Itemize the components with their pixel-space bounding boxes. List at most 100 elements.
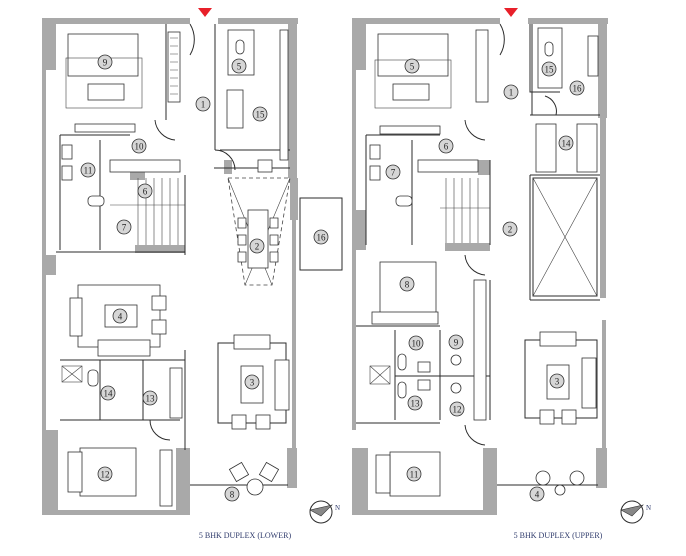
wall xyxy=(352,18,500,24)
room-number-badge: 5 xyxy=(404,58,420,74)
armchair xyxy=(255,414,271,430)
room-number: 11 xyxy=(84,166,93,176)
wall xyxy=(352,210,366,250)
sofa xyxy=(69,297,83,337)
bed xyxy=(576,123,598,173)
chair xyxy=(569,470,585,486)
wall xyxy=(58,510,178,515)
room-number-badge: 3 xyxy=(244,374,260,390)
entry-marker-icon xyxy=(198,8,212,17)
sink xyxy=(61,165,73,181)
wardrobe xyxy=(169,367,183,419)
room-number: 3 xyxy=(555,377,560,387)
room-number-badge: 9 xyxy=(448,334,464,350)
room-number-badge: 12 xyxy=(449,401,465,417)
room-number-badge: 13 xyxy=(407,395,423,411)
room-number-badge: 8 xyxy=(224,486,240,502)
kitchen-counter xyxy=(279,29,289,161)
toilet xyxy=(395,195,413,207)
wall xyxy=(218,18,298,24)
room-number-badge: 7 xyxy=(116,219,132,235)
bathroom xyxy=(537,27,563,89)
room-number: 1 xyxy=(509,88,514,98)
room-number: 2 xyxy=(255,242,260,252)
void-lines xyxy=(532,177,598,297)
wall xyxy=(224,160,232,174)
room-number: 9 xyxy=(103,58,108,68)
room-number: 15 xyxy=(545,65,555,75)
toilet xyxy=(235,39,245,55)
room-number: 16 xyxy=(317,233,327,243)
wall xyxy=(135,245,185,253)
room-number-badge: 7 xyxy=(385,164,401,180)
room-number: 5 xyxy=(237,62,242,72)
shower xyxy=(61,365,83,383)
north-arrow-icon: N xyxy=(309,500,340,524)
wall xyxy=(288,18,297,178)
armchair xyxy=(231,414,247,430)
sofa xyxy=(233,334,271,350)
sink xyxy=(417,361,431,373)
dining-chairs xyxy=(237,217,279,263)
room-number: 16 xyxy=(573,84,583,94)
sofa xyxy=(581,357,597,409)
room-number: 11 xyxy=(410,470,419,480)
wall xyxy=(478,160,490,175)
wall xyxy=(368,510,486,515)
wall xyxy=(352,448,368,515)
counter xyxy=(587,35,599,77)
north-label: N xyxy=(335,504,340,512)
toilet xyxy=(87,195,105,207)
side-table xyxy=(554,484,566,496)
sink xyxy=(61,144,73,160)
stool xyxy=(450,382,462,394)
wardrobe xyxy=(167,31,181,103)
room-number-badge: 3 xyxy=(549,373,565,389)
wardrobe xyxy=(159,449,173,507)
wall xyxy=(292,220,296,448)
room-number: 10 xyxy=(135,142,145,152)
wall xyxy=(290,178,298,220)
room-number-badge: 13 xyxy=(142,390,158,406)
armchair xyxy=(561,409,577,425)
wall xyxy=(352,70,356,230)
stairs xyxy=(110,178,185,245)
room-number: 6 xyxy=(444,142,449,152)
sofa xyxy=(274,359,290,411)
side-table xyxy=(246,478,264,496)
room-number: 3 xyxy=(250,378,255,388)
interior-walls xyxy=(356,24,600,486)
headboard xyxy=(67,451,83,493)
room-number-badge: 8 xyxy=(399,276,415,292)
sink xyxy=(369,165,381,181)
room-number-badge: 14 xyxy=(100,385,116,401)
room-number-badge: 6 xyxy=(438,138,454,154)
room-number: 8 xyxy=(405,280,410,290)
room-number-badge: 6 xyxy=(137,183,153,199)
sink xyxy=(369,144,381,160)
room-number-badge: 1 xyxy=(195,96,211,112)
wall xyxy=(528,18,608,24)
closet xyxy=(109,159,181,173)
room-number-badge: 11 xyxy=(406,466,422,482)
chair xyxy=(258,461,280,483)
wall xyxy=(42,430,58,515)
room-number-badge: 2 xyxy=(502,221,518,237)
room-number: 12 xyxy=(453,405,462,415)
room-number-badge: 11 xyxy=(80,162,96,178)
toilet xyxy=(397,381,407,399)
stool xyxy=(450,354,462,366)
wall xyxy=(42,18,190,24)
wall xyxy=(287,448,297,488)
room-number: 14 xyxy=(562,139,572,149)
double-height-void xyxy=(532,177,598,297)
upper-floor-plan xyxy=(352,8,608,515)
room-number-badge: 2 xyxy=(249,238,265,254)
headboard xyxy=(375,454,391,494)
wall xyxy=(176,448,190,515)
wall xyxy=(352,18,366,70)
room-number-badge: 16 xyxy=(569,80,585,96)
entry-marker-icon xyxy=(504,8,518,17)
north-arrow-icon: N xyxy=(620,500,651,524)
shower xyxy=(369,365,391,385)
